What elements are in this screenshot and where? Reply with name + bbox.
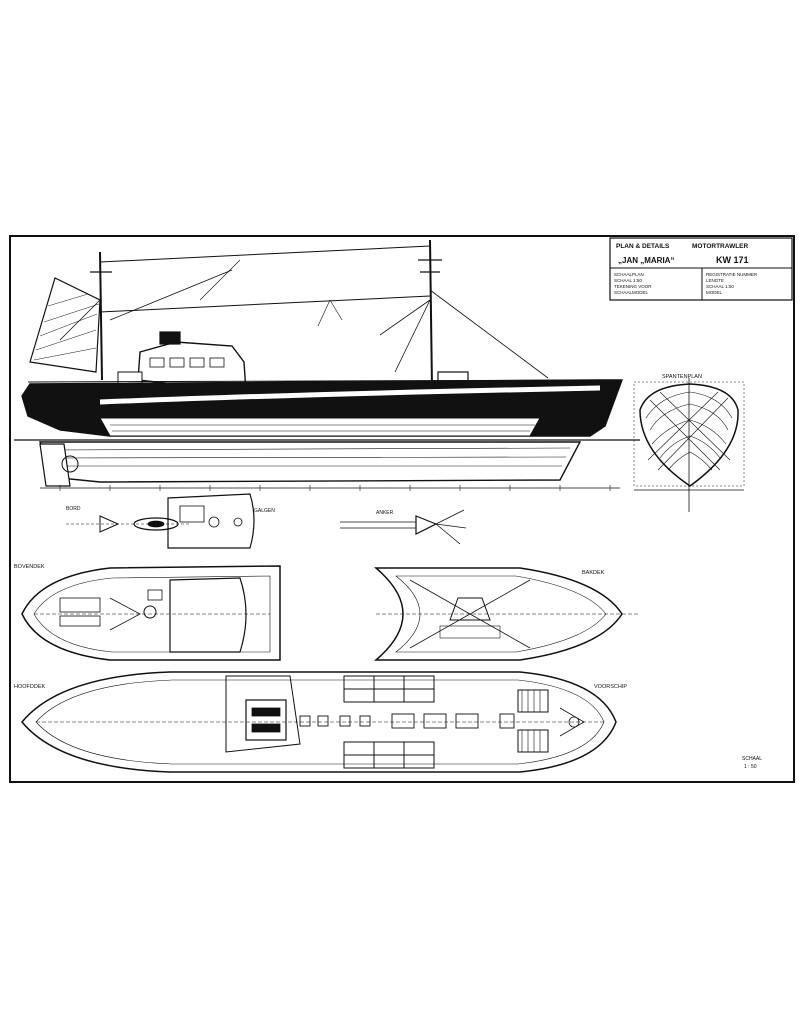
info-right-4: MODEL xyxy=(706,290,723,295)
vessel-name: „JAN „MARIA“ xyxy=(618,256,674,265)
info-right-2: LENGTE xyxy=(706,278,724,283)
bakdek-plan: BAKDEK xyxy=(373,567,640,661)
winch-block-upper xyxy=(517,689,549,713)
bovendek-plan: BOVENDEK xyxy=(14,564,281,661)
bovendek-outline xyxy=(21,565,281,661)
bovendek-house xyxy=(169,577,247,653)
info-left-2: SCHAAL 1:50 xyxy=(614,278,642,283)
detail-mid-label: ANKER xyxy=(376,510,394,516)
profile-view: KW-171 xyxy=(14,239,640,491)
info-left-4: SCHAALMODEL xyxy=(614,290,649,295)
mizzen-sail xyxy=(29,277,101,373)
aft-mast xyxy=(99,251,103,381)
info-left-3: TEKENING VOOR xyxy=(614,284,652,289)
fore-mast xyxy=(429,239,433,389)
body-plan-label: SPANTENPLAN xyxy=(662,374,702,380)
detail-top-label: GALGEN xyxy=(254,508,275,514)
info-left-1: SCHAALPLAN xyxy=(614,272,644,277)
rudder xyxy=(39,443,71,487)
drawing-border xyxy=(9,235,795,783)
title-line1-right: MOTORTRAWLER xyxy=(692,243,749,250)
sheet-note-1: SCHAAL xyxy=(742,756,762,762)
hoofddek-outline xyxy=(21,671,617,773)
title-block: PLAN & DETAILS MOTORTRAWLER „JAN „MARIA“… xyxy=(609,237,793,301)
voorschip-label: VOORSCHIP xyxy=(594,684,627,690)
body-plan: SPANTENPLAN xyxy=(633,374,745,512)
hoofddek-label: HOOFDDEK xyxy=(14,684,46,690)
bovendek-label: BOVENDEK xyxy=(14,564,45,570)
bakdek-label: BAKDEK xyxy=(582,570,605,576)
detail-left-label: BORD xyxy=(66,506,81,512)
registration-number: KW 171 xyxy=(716,255,749,265)
title-line1-left: PLAN & DETAILS xyxy=(616,243,670,250)
winch-block-lower xyxy=(517,729,549,753)
detail-row: BORD GALGEN ANKER xyxy=(66,493,467,549)
body-plan-outline xyxy=(639,383,739,487)
aft-deck-detail xyxy=(167,493,255,549)
hull-marking: KW-171 xyxy=(494,404,531,415)
sheet-note-2: 1 : 50 xyxy=(744,764,757,770)
info-right-1: REGISTRATIE NUMMER xyxy=(706,272,758,277)
info-right-3: SCHAAL 1:50 xyxy=(706,284,734,289)
hoofddek-plan: HOOFDDEK VOORSCHIP xyxy=(14,671,627,773)
